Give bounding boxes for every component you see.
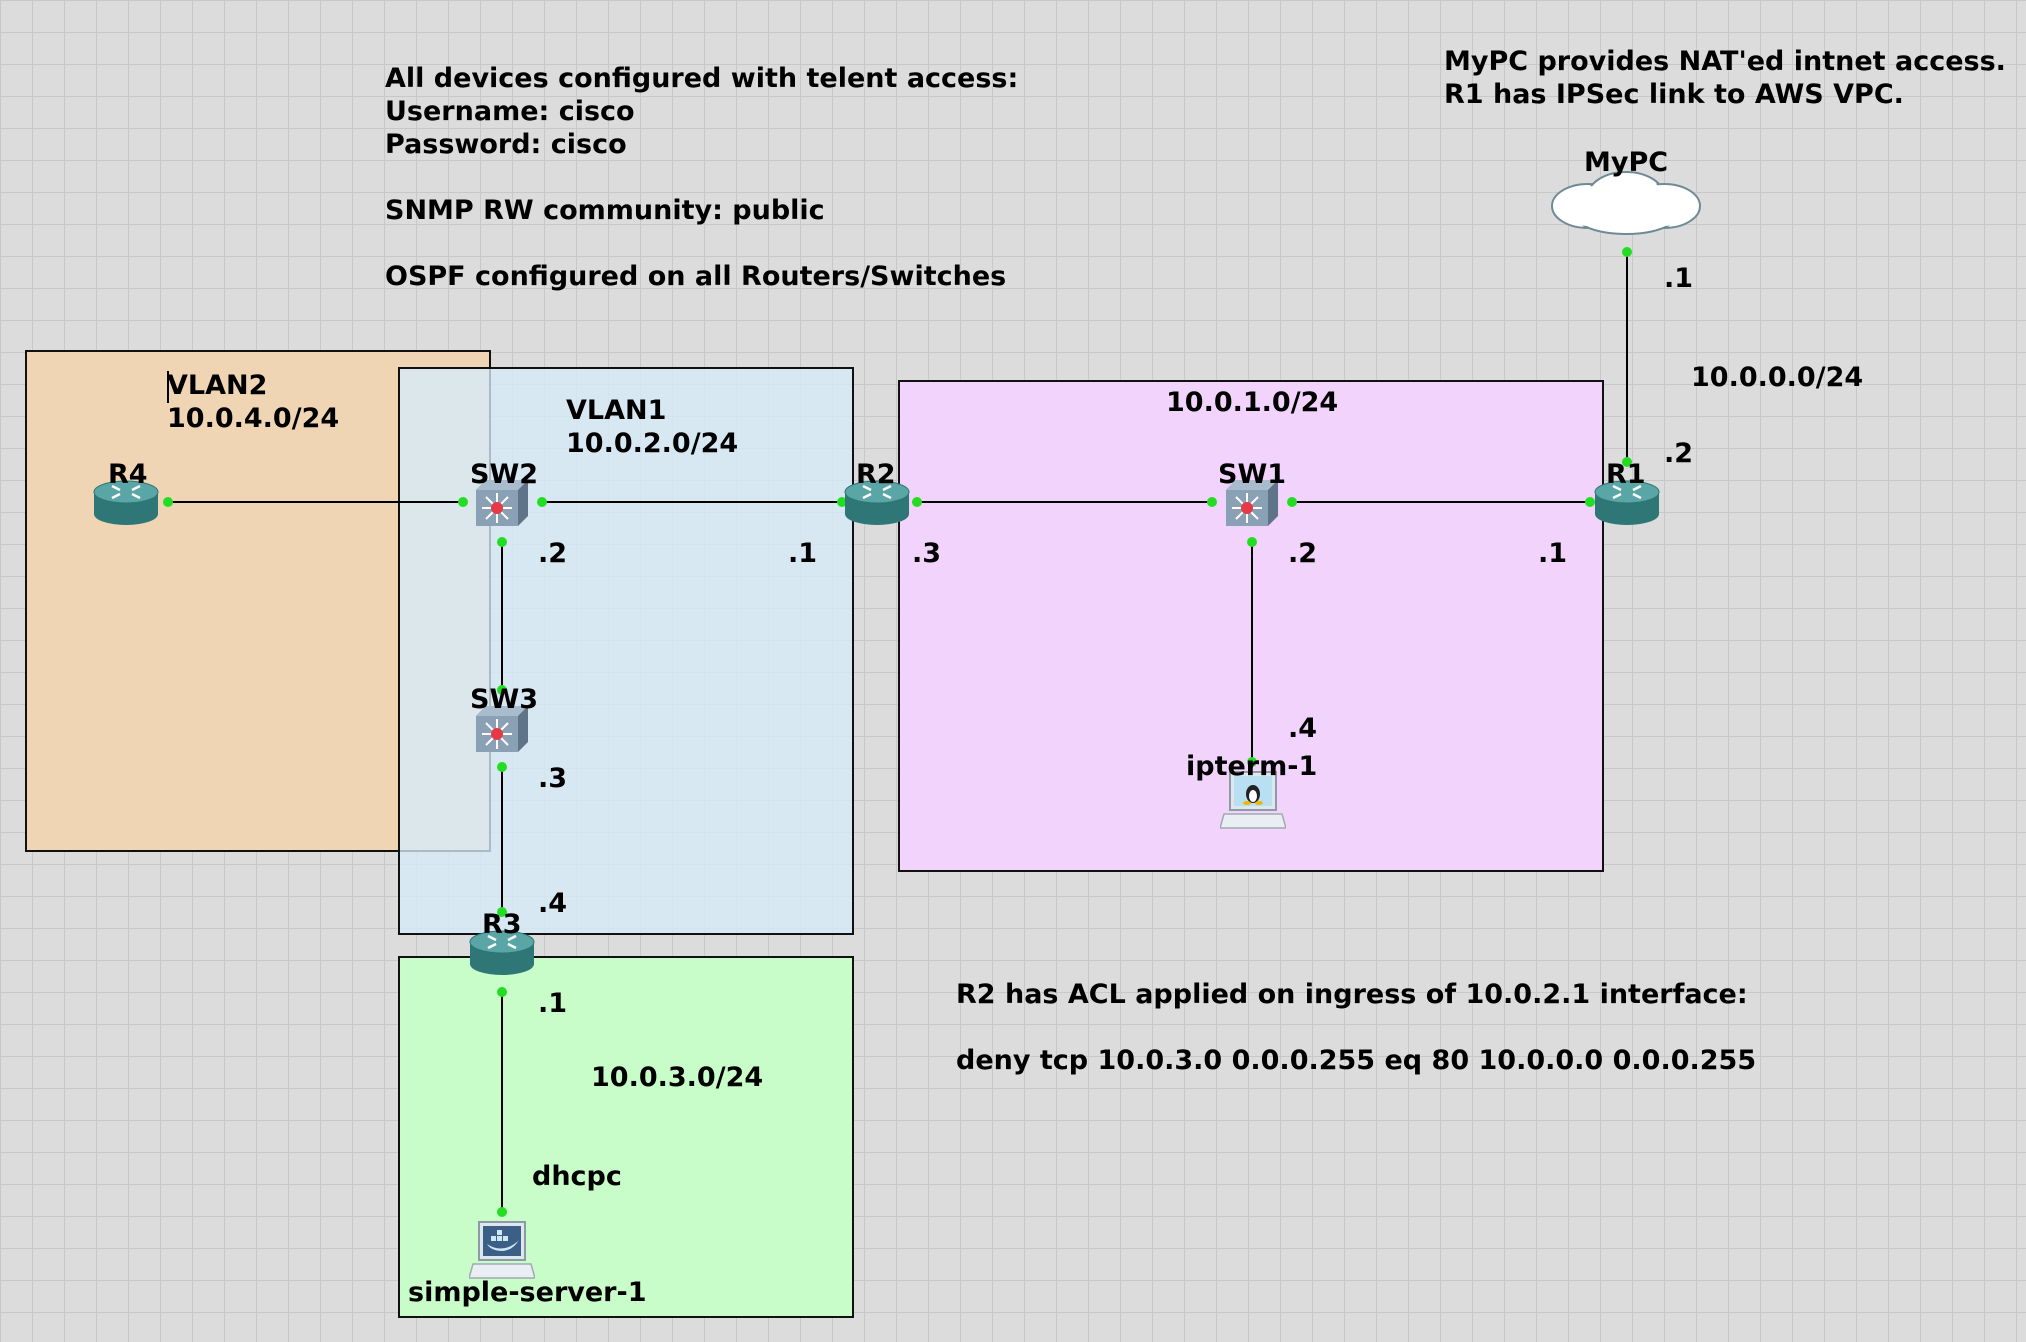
r3-label: R3 (482, 909, 522, 940)
r2-purple-address: .3 (912, 538, 942, 569)
vlan1-subnet: 10.0.2.0/24 (566, 428, 739, 459)
switch-sw3[interactable] (476, 706, 528, 756)
router-r2[interactable] (844, 478, 910, 530)
port-dot (497, 685, 507, 695)
sw1-label: SW1 (1218, 459, 1287, 490)
r2-vlan1-address: .1 (788, 538, 818, 569)
sw2-vlan1-address: .2 (538, 538, 568, 569)
lan-10-0-3-zone[interactable] (398, 956, 854, 1318)
port-dot (458, 497, 468, 507)
multilayer-switch-icon (476, 480, 528, 526)
port-dot (497, 987, 507, 997)
router-icon (1594, 480, 1660, 525)
nat-line-1: MyPC provides NAT'ed intnet access. (1444, 46, 2006, 77)
port-dot (163, 497, 173, 507)
mypc-uplink-address: .1 (1664, 263, 1694, 294)
r1-label: R1 (1606, 459, 1646, 490)
acl-line-2: deny tcp 10.0.3.0 0.0.0.255 eq 80 10.0.0… (956, 1045, 1757, 1076)
router-r3[interactable] (469, 928, 535, 980)
sw2-label: SW2 (470, 459, 539, 490)
r3-vlan1-address: .4 (538, 888, 568, 919)
acl-line-1: R2 has ACL applied on ingress of 10.0.2.… (956, 979, 1748, 1010)
nat-line-2: R1 has IPSec link to AWS VPC. (1444, 79, 1904, 110)
text-cursor (167, 371, 169, 403)
port-dot (837, 497, 847, 507)
vlan1-name: VLAN1 (566, 395, 667, 426)
vlan2-label[interactable]: VLAN2 10.0.4.0/24 (167, 369, 339, 435)
port-dot (1287, 497, 1297, 507)
ipterm-label: ipterm-1 (1186, 751, 1318, 782)
snmp-line: SNMP RW community: public (385, 195, 825, 226)
r3-green-address: .1 (538, 988, 568, 1019)
r2-label: R2 (856, 459, 896, 490)
vlan2-name: VLAN2 (167, 370, 268, 401)
ipterm-address: .4 (1288, 713, 1318, 744)
port-dot (1622, 457, 1632, 467)
port-dot (537, 497, 547, 507)
green-subnet-label[interactable]: 10.0.3.0/24 (591, 1062, 764, 1093)
access-title-line: All devices configured with telent acces… (385, 63, 1019, 94)
port-dot (497, 1207, 507, 1217)
sw3-label: SW3 (470, 684, 539, 715)
switch-sw2[interactable] (476, 480, 528, 530)
port-dot (1247, 757, 1257, 767)
linux-terminal-icon (1219, 771, 1287, 829)
acl-note[interactable]: R2 has ACL applied on ingress of 10.0.2.… (956, 978, 1756, 1077)
vlan1-zone[interactable] (398, 367, 854, 935)
port-dot (1622, 247, 1632, 257)
mypc-label: MyPC (1584, 147, 1669, 178)
router-icon (469, 930, 535, 975)
vlan1-label[interactable]: VLAN1 10.0.2.0/24 (566, 394, 738, 460)
port-dot (1247, 537, 1257, 547)
telnet-access-note[interactable]: All devices configured with telent acces… (385, 62, 1018, 293)
vlan2-subnet: 10.0.4.0/24 (167, 403, 340, 434)
router-icon (93, 480, 159, 525)
multilayer-switch-icon (476, 706, 528, 752)
r1-uplink-address: .2 (1664, 438, 1694, 469)
port-dot (912, 497, 922, 507)
multilayer-switch-icon (1226, 480, 1278, 526)
cloud-icon (1551, 171, 1701, 235)
docker-host-icon (468, 1221, 536, 1279)
port-dot (1207, 497, 1217, 507)
server-label: simple-server-1 (408, 1277, 647, 1308)
r1-purple-address: .1 (1538, 538, 1568, 569)
nat-note[interactable]: MyPC provides NAT'ed intnet access. R1 h… (1444, 45, 2006, 111)
router-r1[interactable] (1594, 478, 1660, 530)
purple-subnet-label[interactable]: 10.0.1.0/24 (1166, 387, 1339, 418)
password-line: Password: cisco (385, 129, 627, 160)
host-ipterm-1[interactable] (1219, 770, 1287, 836)
uplink-subnet-label[interactable]: 10.0.0.0/24 (1691, 362, 1864, 393)
host-simple-server-1[interactable] (468, 1220, 536, 1286)
switch-sw1[interactable] (1226, 480, 1278, 530)
port-dot (497, 907, 507, 917)
port-dot (1585, 497, 1595, 507)
sw3-vlan1-address: .3 (538, 763, 568, 794)
sw1-purple-address: .2 (1288, 538, 1318, 569)
router-icon (844, 480, 910, 525)
username-line: Username: cisco (385, 96, 635, 127)
ospf-line: OSPF configured on all Routers/Switches (385, 261, 1007, 292)
r4-label: R4 (108, 459, 148, 490)
router-r4[interactable] (93, 478, 159, 530)
port-dot (497, 537, 507, 547)
cloud-mypc[interactable] (1548, 168, 1704, 242)
port-dot (497, 762, 507, 772)
dhcpc-label: dhcpc (532, 1161, 622, 1192)
